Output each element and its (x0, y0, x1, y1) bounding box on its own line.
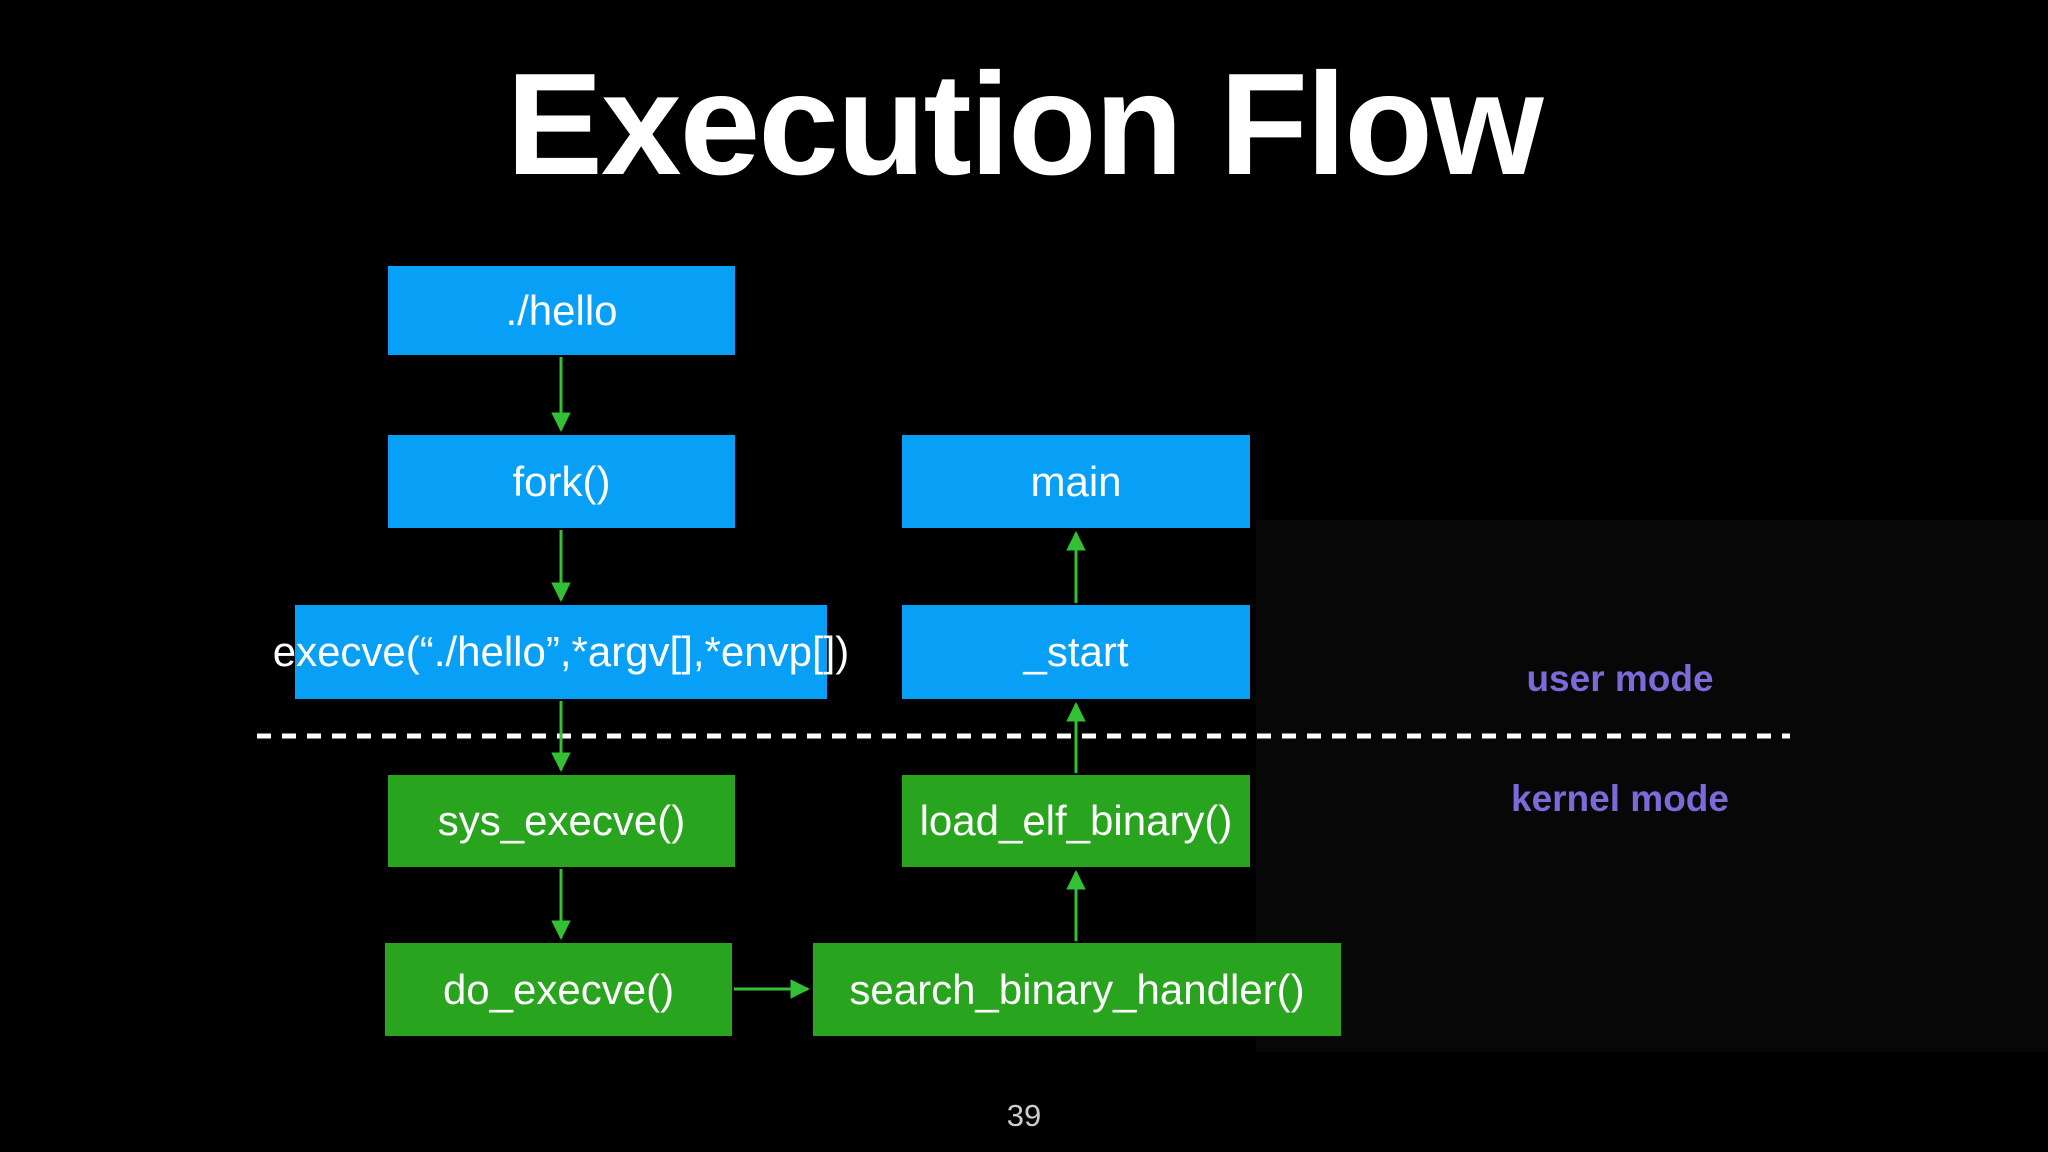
page-title: Execution Flow (506, 43, 1543, 205)
node-hello-label: ./hello (505, 286, 618, 334)
node-start-label: _start (1023, 628, 1129, 675)
node-hello: ./hello (388, 266, 735, 355)
node-main-label: main (1030, 457, 1122, 505)
kernel-mode-label: kernel mode (1511, 778, 1729, 819)
node-load-elf-binary-label: load_elf_binary() (919, 797, 1233, 844)
node-start: _start (902, 605, 1250, 699)
node-fork: fork() (388, 435, 735, 528)
node-do-execve-label: do_execve() (442, 965, 675, 1013)
node-execve-label: execve(“./hello”,*argv[],*envp[]) (272, 628, 850, 675)
node-sys-execve: sys_execve() (388, 775, 735, 867)
node-do-execve: do_execve() (385, 943, 732, 1036)
node-execve: execve(“./hello”,*argv[],*envp[]) (273, 605, 849, 699)
node-fork-label: fork() (512, 457, 611, 505)
node-search-binary-handler-label: search_binary_handler() (849, 965, 1305, 1013)
node-search-binary-handler: search_binary_handler() (813, 943, 1341, 1036)
user-mode-label: user mode (1526, 658, 1714, 699)
page-number: 39 (1006, 1098, 1042, 1133)
node-sys-execve-label: sys_execve() (437, 797, 686, 844)
node-load-elf-binary: load_elf_binary() (902, 775, 1250, 867)
node-main: main (902, 435, 1250, 528)
